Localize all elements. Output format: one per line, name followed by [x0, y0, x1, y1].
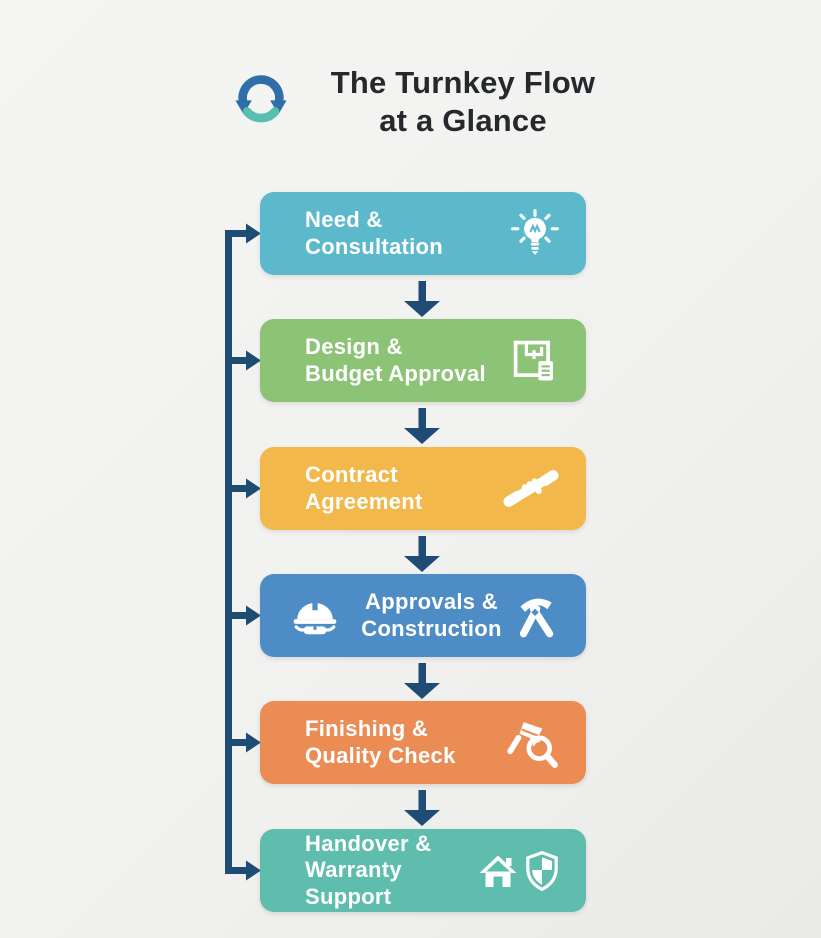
step-finishing-quality: Finishing & Quality Check — [260, 701, 586, 784]
step-need-consultation: Need & Consultation — [260, 192, 586, 275]
step-approvals-construction: Approvals & Construction — [260, 574, 586, 657]
step-handover-warranty: Handover & Warranty Support — [260, 829, 586, 912]
step-label: Handover & Warranty Support — [305, 830, 432, 909]
step-contract-agreement: Contract Agreement — [260, 447, 586, 530]
step-label: Contract Agreement — [305, 462, 423, 514]
branch-arrows — [225, 223, 261, 881]
sync-cycle-icon — [235, 75, 287, 123]
handshake-icon — [502, 467, 560, 511]
brush-magnifier-icon — [506, 717, 560, 769]
crossed-tools-icon — [510, 591, 560, 641]
step-design-budget: Design & Budget Approval — [260, 319, 586, 402]
hard-hat-icon — [291, 594, 339, 638]
house-icon — [478, 852, 518, 890]
lightbulb-icon — [510, 208, 560, 259]
blueprint-icon — [508, 335, 560, 387]
step-label: Approvals & Construction — [361, 589, 502, 641]
page-title-line2: at a Glance — [379, 103, 547, 138]
shield-icon — [524, 850, 560, 892]
page-title-line1: The Turnkey Flow — [330, 65, 596, 100]
title-block: The Turnkey Flow at a Glance — [230, 64, 628, 140]
step-label: Design & Budget Approval — [305, 334, 486, 386]
page-title: The Turnkey Flow at a Glance — [298, 64, 628, 140]
step-label: Need & Consultation — [305, 207, 444, 259]
step-label: Finishing & Quality Check — [305, 716, 456, 768]
